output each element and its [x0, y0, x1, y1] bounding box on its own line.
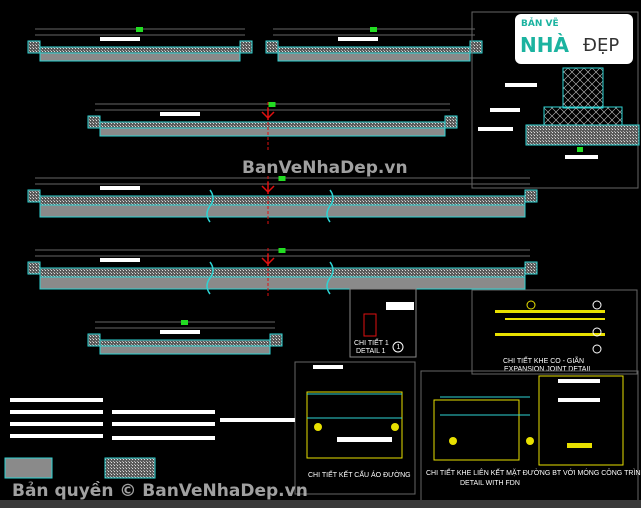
- break-line: [326, 261, 334, 295]
- logo-line3: ĐẸP: [583, 35, 620, 56]
- base-layer: [99, 345, 271, 355]
- break-line: [206, 261, 214, 295]
- logo-line2: NHÀ: [520, 33, 569, 57]
- pavement-layer: [39, 267, 526, 278]
- road-cross-sections: [27, 27, 538, 355]
- curb-left: [265, 40, 279, 54]
- curb-right: [269, 333, 283, 347]
- dimension-marker: [268, 102, 276, 107]
- axis-symbol: [261, 254, 275, 266]
- pavement-layer: [99, 121, 446, 129]
- dimension-marker: [278, 176, 286, 181]
- axis-symbol: [261, 108, 275, 120]
- dimension-marker: [181, 320, 188, 325]
- detail-1-title: CHI TIẾT 1: [354, 337, 389, 347]
- watermark-center: BanVeNhaDep.vn: [242, 158, 408, 178]
- dimension-marker: [278, 248, 286, 253]
- curb-detail-panel: [471, 11, 640, 189]
- detail-1-number: 1: [397, 344, 401, 351]
- pavement-layer: [39, 46, 241, 54]
- dimension-marker: [136, 27, 143, 32]
- base-layer: [277, 52, 471, 62]
- pavement-layer: [99, 339, 271, 347]
- base-layer: [39, 204, 526, 218]
- detail-1-box: 1 CHI TIẾT 1 DETAIL 1: [349, 288, 417, 358]
- watermark-bottom: Bản quyền © BanVeNhaDep.vn: [12, 480, 308, 501]
- base-layer: [99, 127, 446, 137]
- curb-right: [469, 40, 483, 54]
- curb-right: [444, 115, 458, 129]
- pavement-layer: [39, 195, 526, 206]
- base-layer: [39, 52, 241, 62]
- curb-right: [524, 189, 538, 203]
- curb-left: [27, 261, 41, 275]
- dimension-marker: [370, 27, 377, 32]
- label-block: [160, 330, 200, 334]
- foundation-joint-subtitle: DETAIL WITH FDN: [460, 480, 520, 487]
- curb-right: [524, 261, 538, 275]
- expansion-joint-subtitle: EXPANSION JOINT DETAIL: [504, 366, 592, 373]
- curb-left: [87, 333, 101, 347]
- break-line: [206, 189, 214, 223]
- label-block: [100, 258, 140, 262]
- break-line: [326, 189, 334, 223]
- detail-1-subtitle: DETAIL 1: [356, 348, 386, 355]
- expansion-joint-detail: CHI TIẾT KHE CO - GIÃN EXPANSION JOINT D…: [471, 289, 638, 375]
- pavement-detail-title: CHI TIẾT KẾT CẤU ÁO ĐƯỜNG: [308, 469, 411, 479]
- label-block: [100, 37, 140, 41]
- logo-line1: BẢN VẼ: [521, 19, 559, 29]
- base-layer: [39, 276, 526, 290]
- curb-left: [27, 189, 41, 203]
- label-block: [160, 112, 200, 116]
- layer-legends: [0, 398, 641, 508]
- curb-left: [87, 115, 101, 129]
- logo: BẢN VẼ NHÀ ĐẸP: [515, 14, 633, 64]
- pavement-layer: [277, 46, 471, 54]
- label-block: [338, 37, 378, 41]
- curb-right: [239, 40, 253, 54]
- curb-left: [27, 40, 41, 54]
- label-block: [100, 186, 140, 190]
- pavement-structure-detail: CHI TIẾT KẾT CẤU ÁO ĐƯỜNG: [294, 361, 416, 495]
- axis-symbol: [261, 182, 275, 194]
- foundation-joint-title: CHI TIẾT KHE LIÊN KẾT MẶT ĐƯỜNG BT VỚI M…: [426, 467, 641, 477]
- expansion-joint-title: CHI TIẾT KHE CO - GIÃN: [503, 355, 584, 365]
- foundation-joint-detail: CHI TIẾT KHE LIÊN KẾT MẶT ĐƯỜNG BT VỚI M…: [420, 370, 641, 502]
